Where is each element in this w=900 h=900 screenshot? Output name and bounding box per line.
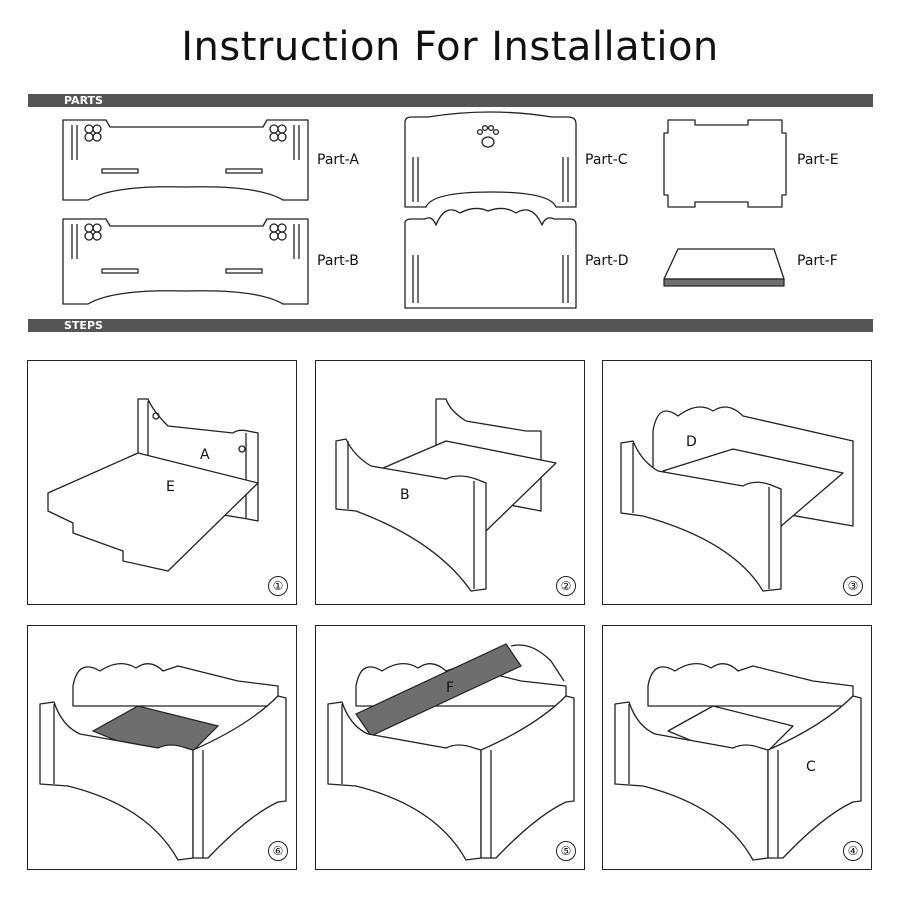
- step-3-drawing: [620, 406, 854, 592]
- step-3-number: ③: [843, 576, 863, 596]
- part-b-drawing: [62, 218, 309, 305]
- step-1-letter-a: A: [200, 447, 210, 463]
- step-4-number: ④: [843, 841, 863, 861]
- part-f-label: Part-F: [797, 253, 838, 269]
- part-e-label: Part-E: [797, 152, 839, 168]
- page-title: Instruction For Installation: [181, 24, 719, 70]
- step-2-number: ②: [556, 576, 576, 596]
- step-2-drawing: [335, 398, 557, 592]
- step-4-letter-c: C: [806, 759, 816, 775]
- part-e-drawing: [663, 119, 787, 208]
- step-4-panel: C ④: [602, 625, 872, 870]
- part-f-drawing: [663, 248, 785, 287]
- parts-section-bar: PARTS: [28, 94, 873, 107]
- part-c-label: Part-C: [585, 152, 628, 168]
- step-5-panel: F ⑤: [315, 625, 585, 870]
- step-1-number: ①: [268, 576, 288, 596]
- step-2-panel: B ②: [315, 360, 585, 605]
- step-3-panel: D ③: [602, 360, 872, 605]
- step-6-panel: ⑥: [27, 625, 297, 870]
- step-1-drawing: [47, 398, 259, 572]
- step-6-drawing: [39, 663, 287, 861]
- parts-section-label: PARTS: [64, 94, 103, 107]
- step-6-number: ⑥: [268, 841, 288, 861]
- step-1-letter-e: E: [166, 479, 175, 495]
- paw-print-icon: [476, 124, 500, 148]
- step-5-letter-f: F: [446, 680, 455, 696]
- bone-cutout-icon: [269, 223, 287, 241]
- part-c-drawing: [404, 111, 577, 208]
- steps-section-label: STEPS: [64, 319, 103, 332]
- part-b-label: Part-B: [317, 253, 359, 269]
- step-1-panel: A E ①: [27, 360, 297, 605]
- step-5-drawing: [327, 643, 575, 861]
- part-d-drawing: [404, 207, 577, 309]
- steps-section-bar: STEPS: [28, 319, 873, 332]
- bone-cutout-icon: [84, 124, 102, 142]
- step-4-drawing: [614, 663, 862, 861]
- part-a-label: Part-A: [317, 152, 359, 168]
- step-5-number: ⑤: [556, 841, 576, 861]
- part-a-drawing: [62, 119, 309, 201]
- bone-cutout-icon: [269, 124, 287, 142]
- bone-cutout-icon: [84, 223, 102, 241]
- step-3-letter-d: D: [686, 434, 697, 450]
- part-d-label: Part-D: [585, 253, 629, 269]
- step-2-letter-b: B: [400, 487, 410, 503]
